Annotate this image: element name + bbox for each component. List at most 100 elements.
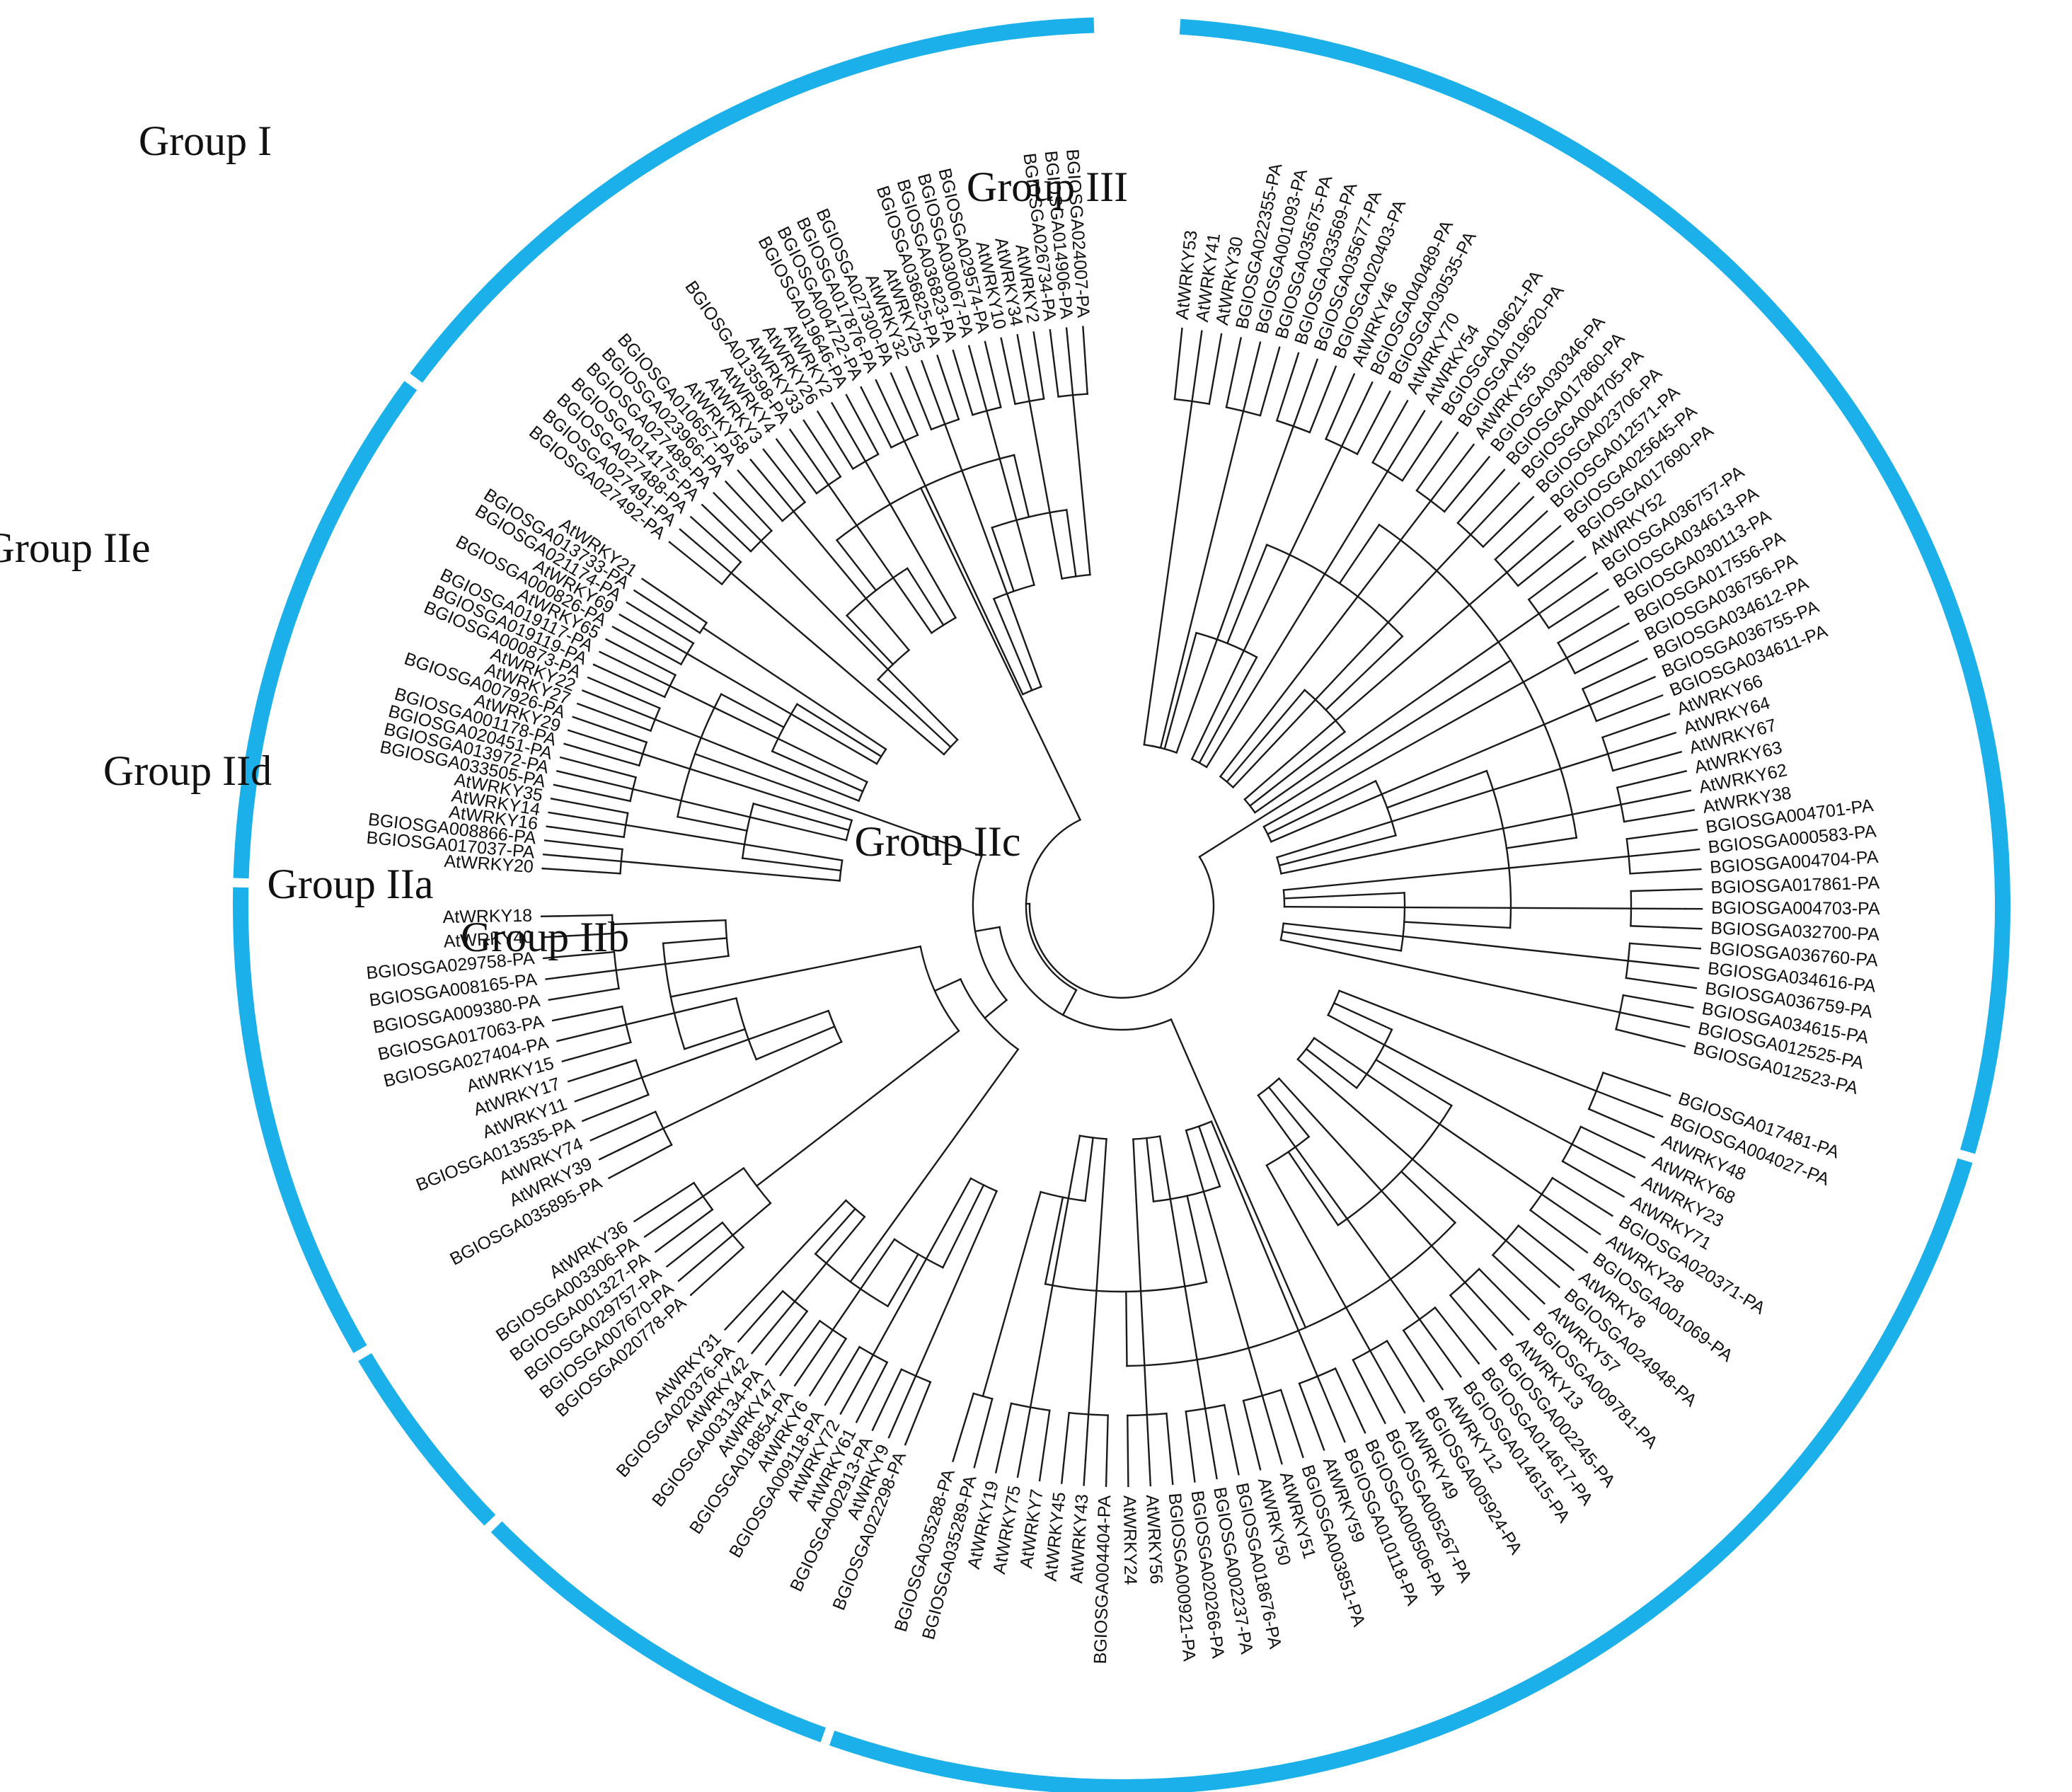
tree-branch bbox=[1213, 1460, 1218, 1480]
tree-branch bbox=[1352, 1358, 1375, 1402]
tree-branches bbox=[540, 326, 1703, 1488]
tree-branch bbox=[643, 1221, 667, 1239]
tree-branch bbox=[1298, 1382, 1315, 1423]
tree-branch bbox=[669, 945, 922, 998]
tree-branch bbox=[742, 476, 784, 522]
tree-branch bbox=[1529, 1209, 1565, 1236]
tree-branch bbox=[1603, 605, 1620, 616]
tree-branch bbox=[730, 571, 945, 756]
tree-branch bbox=[1084, 364, 1088, 395]
tree-branch bbox=[1000, 337, 1005, 352]
tree-branch bbox=[640, 1009, 830, 1079]
leaf-label: AtWRKY18 bbox=[442, 906, 532, 927]
tree-branch bbox=[1615, 1028, 1662, 1042]
tree-branch bbox=[1650, 731, 1677, 742]
tree-branch bbox=[1261, 1394, 1279, 1453]
tree-branch bbox=[1606, 739, 1652, 755]
tree-branch bbox=[1265, 1135, 1311, 1167]
tree-branch bbox=[557, 914, 614, 917]
tree-branch bbox=[1032, 331, 1040, 367]
tree-branch bbox=[1557, 614, 1606, 644]
tree-branch bbox=[1548, 540, 1575, 561]
tree-branch bbox=[542, 954, 579, 960]
tree-branch bbox=[831, 1238, 896, 1331]
tree-branch bbox=[1287, 1150, 1340, 1227]
tree-branch bbox=[1386, 769, 1488, 809]
tree-branch bbox=[1565, 631, 1616, 660]
tree-branch bbox=[689, 515, 724, 547]
tree-branch bbox=[559, 756, 591, 766]
tree-branch bbox=[849, 1048, 1020, 1283]
tree-branch bbox=[1149, 1463, 1152, 1487]
tree-branch bbox=[810, 1328, 834, 1362]
tree-branch bbox=[1060, 1457, 1066, 1484]
tree-branch bbox=[1623, 814, 1666, 823]
tree-branch bbox=[749, 458, 771, 484]
tree-branch bbox=[1570, 1143, 1613, 1167]
tree-branch bbox=[1296, 1058, 1507, 1242]
tree-branch bbox=[720, 693, 785, 729]
tree-branch bbox=[1386, 1339, 1423, 1399]
tree-branch bbox=[771, 749, 864, 793]
tree-branch bbox=[845, 614, 894, 666]
tree-branch bbox=[824, 1382, 840, 1406]
tree-branch bbox=[1538, 579, 1588, 615]
tree-branch bbox=[567, 729, 582, 735]
tree-branch bbox=[1018, 346, 1031, 403]
tree-branch bbox=[1500, 1321, 1514, 1336]
tree-branch bbox=[845, 567, 909, 617]
group-arc bbox=[829, 1158, 1973, 1792]
tree-branch bbox=[1620, 795, 1662, 806]
tree-branch bbox=[574, 1091, 601, 1103]
tree-branch bbox=[608, 1143, 673, 1180]
tree-branch bbox=[1573, 657, 1606, 675]
tree-branch bbox=[664, 1195, 705, 1224]
tree-branch bbox=[976, 1397, 994, 1457]
tree-branch bbox=[1340, 393, 1369, 448]
tree-branch bbox=[1356, 420, 1376, 456]
tree-branch bbox=[556, 1033, 587, 1043]
group-arc bbox=[410, 17, 1095, 383]
tree-branch bbox=[890, 1368, 903, 1394]
tree-branch bbox=[792, 510, 911, 652]
tree-branch bbox=[1038, 1471, 1042, 1482]
tree-branch bbox=[1418, 1318, 1450, 1361]
tree-branch bbox=[1327, 1013, 1574, 1146]
tree-branch bbox=[1540, 1193, 1577, 1219]
tree-branch bbox=[1298, 1444, 1304, 1459]
tree-branch bbox=[1277, 1450, 1283, 1465]
tree-branch bbox=[1283, 905, 1633, 909]
tree-branch bbox=[721, 544, 742, 563]
tree-branch bbox=[561, 785, 632, 803]
tree-branch bbox=[1578, 588, 1610, 609]
tree-branch bbox=[906, 411, 919, 437]
tree-branch bbox=[597, 696, 657, 721]
tree-branch bbox=[665, 1239, 702, 1268]
tree-branch bbox=[1562, 1260, 1575, 1272]
tree-branch bbox=[1305, 1047, 1358, 1089]
tree-branch bbox=[575, 802, 629, 815]
tree-branch bbox=[1504, 1239, 1551, 1280]
tree-branch bbox=[914, 1190, 998, 1377]
tree-branch bbox=[1587, 1108, 1616, 1122]
leaf-label: BGIOSGA017861-PA bbox=[1710, 873, 1880, 897]
tree-branch bbox=[1186, 1195, 1208, 1284]
tree-branch bbox=[1429, 460, 1462, 502]
tree-branch bbox=[586, 844, 623, 851]
tree-branch bbox=[1660, 789, 1692, 798]
tree-branch bbox=[1589, 684, 1637, 706]
tree-branch bbox=[1338, 523, 1381, 585]
tree-branch bbox=[906, 567, 945, 626]
tree-branch bbox=[896, 1374, 917, 1420]
tree-branch bbox=[883, 398, 906, 442]
tree-branch bbox=[548, 996, 563, 1001]
tree-branch bbox=[759, 539, 959, 741]
tree-branch bbox=[1641, 1108, 1664, 1118]
tree-branch bbox=[1242, 366, 1255, 413]
tree-branch bbox=[1253, 612, 1541, 814]
group-label: Group I bbox=[139, 117, 272, 164]
group-arc bbox=[233, 887, 367, 1353]
tree-branch bbox=[1562, 1233, 1589, 1254]
tree-branch bbox=[1198, 659, 1512, 858]
